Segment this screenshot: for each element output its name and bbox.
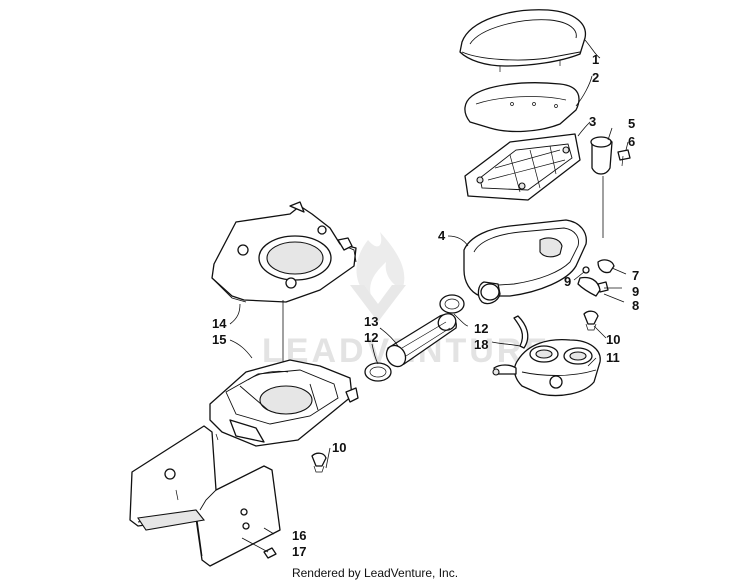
part-11-throttle-body xyxy=(492,338,601,397)
callout-8: 8 xyxy=(632,298,639,313)
render-credit: Rendered by LeadVenture, Inc. xyxy=(291,566,459,580)
part-3-filter-cage xyxy=(464,133,581,201)
part-1-airbox-cover xyxy=(459,9,587,72)
part-17-screw xyxy=(241,537,277,559)
callout-11: 11 xyxy=(606,350,620,365)
part-12-clamp-lower xyxy=(364,362,392,382)
part-18-hose xyxy=(513,315,529,349)
callout-9-left: 9 xyxy=(564,274,571,289)
part-5-elbow xyxy=(590,136,613,175)
part-10-rivet-upper xyxy=(583,310,599,331)
part-14-silencer-cover xyxy=(211,201,357,303)
callout-18: 18 xyxy=(474,337,488,352)
part-8-hose xyxy=(577,276,601,297)
callout-4: 4 xyxy=(438,228,446,243)
part-2-filter-seal xyxy=(464,82,580,133)
callout-labels: 1 2 3 5 6 4 7 9 9 8 10 11 12 18 13 12 14… xyxy=(212,52,639,559)
callout-17: 17 xyxy=(292,544,306,559)
callout-12-right: 12 xyxy=(474,321,488,336)
callout-14: 14 xyxy=(212,316,227,331)
callout-10-upper: 10 xyxy=(606,332,620,347)
callout-13: 13 xyxy=(364,314,378,329)
callout-5: 5 xyxy=(628,116,635,131)
part-4-airbox-lower xyxy=(463,219,587,305)
part-15-silencer-base xyxy=(209,359,359,447)
callout-7: 7 xyxy=(632,268,639,283)
part-10-rivet-lower xyxy=(311,452,327,473)
callout-2: 2 xyxy=(592,70,599,85)
part-7-bracket xyxy=(597,259,615,274)
leader-lines xyxy=(229,39,629,535)
callout-6: 6 xyxy=(628,134,635,149)
part-6-screw xyxy=(617,149,631,167)
callout-16: 16 xyxy=(292,528,306,543)
callout-12-left: 12 xyxy=(364,330,378,345)
part-13-boot xyxy=(385,313,457,368)
part-12-clamp-upper xyxy=(439,294,465,314)
callout-9-right: 9 xyxy=(632,284,639,299)
callout-1: 1 xyxy=(592,52,599,67)
callout-3: 3 xyxy=(589,114,596,129)
callout-10-lower: 10 xyxy=(332,440,346,455)
callout-15: 15 xyxy=(212,332,226,347)
part-16-heat-shield xyxy=(129,425,281,567)
